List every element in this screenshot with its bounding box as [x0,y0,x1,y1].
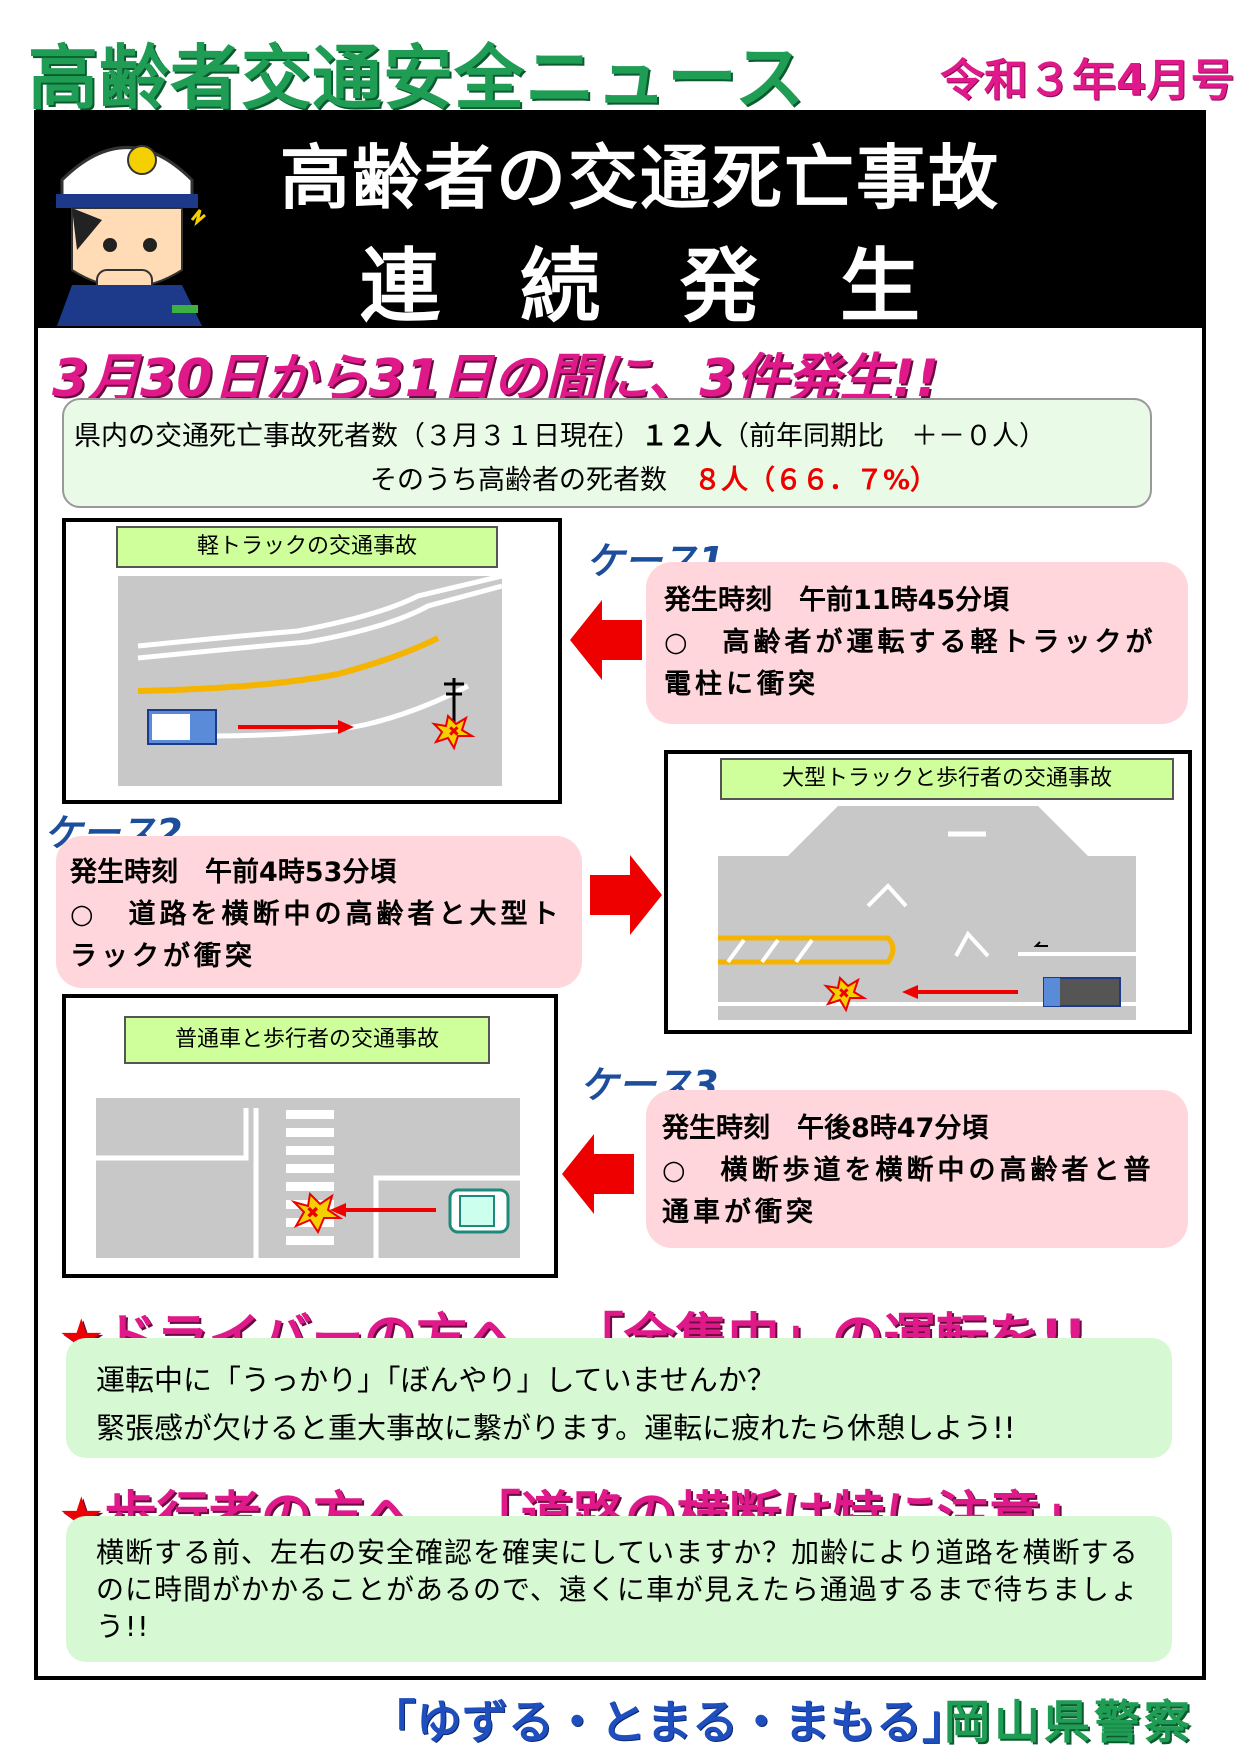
pedestrian-advice-text: 横断する前、左右の安全確認を確実にしていますか？加齢により道路を横断するのに時間… [96,1536,1139,1643]
mini-truck-icon [147,709,217,745]
case1-road-diagram: ✖ [118,576,502,786]
collision-burst-icon [290,1191,344,1235]
case3-diagram-label: 普通車と歩行者の交通事故 [124,1016,490,1064]
case1-time: 発生時刻 午前11時45分頃 [664,585,1010,616]
stats-comparison: （前年同期比 ＋－０人） [722,421,1046,452]
banner-line-2: 連続発生 [360,240,1000,333]
fatality-stats-line-2: そのうち高齢者の死者数 ８人（６６．７%） [370,458,937,497]
case1-diagram-label: 軽トラックの交通事故 [116,526,498,568]
svg-text:✖: ✖ [448,724,460,740]
svg-text:✖: ✖ [306,1203,319,1222]
safety-slogan: 「ゆずる・とまる・まもる」 [370,1695,968,1749]
case2-time: 発生時刻 午前4時53分頃 [70,857,397,888]
case1-card [646,562,1188,724]
fatality-stats-line-1: 県内の交通死亡事故死者数（３月３１日現在）１２人（前年同期比 ＋－０人） [74,414,1046,453]
case2-card [56,836,582,988]
fatality-stats-box [62,398,1152,508]
case2-road-diagram: ✖ [718,806,1136,1020]
stats-elderly-value: ８人（６６．７%） [694,465,938,496]
driver-advice-line-2: 緊張感が欠けると重大事故に繋がります。運転に疲れたら休憩しよう!! [96,1411,1016,1445]
large-truck-icon [1043,977,1121,1007]
case2-diagram-label: 大型トラックと歩行者の交通事故 [720,758,1174,800]
case3-card [646,1090,1188,1248]
issuing-organization: 岡山県警察 [944,1695,1194,1749]
issue-date: 令和３年4月号 [940,55,1235,106]
case3-description: ○ 横断歩道を横断中の高齢者と普通車が衝突 [662,1155,1155,1228]
newsletter-title: 高齢者交通安全ニュース [28,37,806,119]
case2-description: ○ 道路を横断中の高齢者と大型トラックが衝突 [70,899,563,972]
svg-text:✖: ✖ [838,986,850,1002]
case1-arrow-icon [570,600,642,680]
pedestrian-advice-box [66,1516,1172,1662]
stats-elderly-label: そのうち高齢者の死者数 [370,465,667,496]
car-icon [448,1188,510,1234]
headline-banner [38,114,1202,328]
collision-burst-icon [431,713,476,751]
case2-arrow-icon [590,855,662,935]
stats-prefix: 県内の交通死亡事故死者数（３月３１日現在） [74,421,641,452]
driver-advice-box [66,1338,1172,1458]
driver-advice-line-1: 運転中に「うっかり」「ぼんやり」していませんか？ [96,1363,776,1397]
case1-description: ○ 高齢者が運転する軽トラックが電柱に衝突 [664,627,1157,700]
banner-line-1: 高齢者の交通死亡事故 [280,137,1000,219]
case3-arrow-icon [562,1134,634,1214]
page-frame [34,110,1206,1680]
police-officer-illustration [42,120,212,326]
stats-count: １２人 [641,421,722,452]
collision-burst-icon [823,975,868,1013]
case3-time: 発生時刻 午後8時47分頃 [662,1113,989,1144]
case3-road-diagram: ✖ [96,1098,520,1258]
utility-pole-icon [444,678,464,726]
